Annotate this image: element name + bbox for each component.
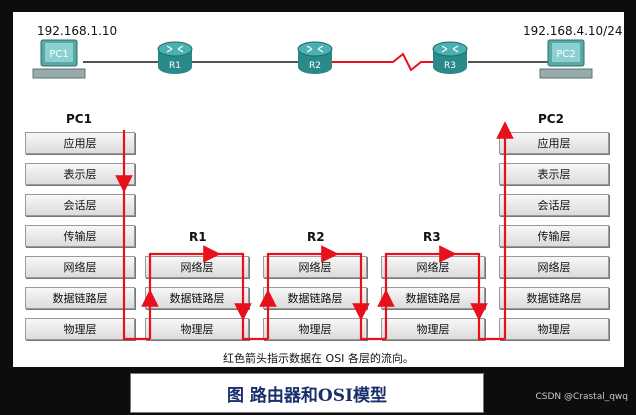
r1-router-icon: R1 — [157, 41, 193, 74]
r2-router-icon: R2 — [297, 41, 333, 74]
pc2-layer-datalink: 数据链路层 — [499, 287, 609, 309]
r3-layer-datalink: 数据链路层 — [381, 287, 485, 309]
watermark: CSDN @Crastal_qwq — [535, 392, 628, 402]
pc1-layer-physical: 物理层 — [25, 318, 135, 340]
pc2-layer-network: 网络层 — [499, 256, 609, 278]
pc2-layer-application: 应用层 — [499, 132, 609, 154]
r3-icon-label: R3 — [444, 61, 456, 71]
pc1-layer-presentation: 表示层 — [25, 163, 135, 185]
pc1-layer-application: 应用层 — [25, 132, 135, 154]
figure-title: 图 路由器和OSI模型 — [130, 373, 484, 413]
pc1-layer-datalink: 数据链路层 — [25, 287, 135, 309]
pc2-layer-physical: 物理层 — [499, 318, 609, 340]
pc2-column-title: PC2 — [538, 112, 564, 126]
diagram-caption: 红色箭头指示数据在 OSI 各层的流向。 — [223, 352, 414, 365]
pc2-icon-label: PC2 — [556, 49, 575, 60]
r2-column-title: R2 — [307, 230, 325, 244]
r1-icon-label: R1 — [169, 61, 181, 71]
r3-router-icon: R3 — [432, 41, 468, 74]
diagram-panel: 192.168.1.10 192.168.4.10/24 PC1 PC2 R1 — [13, 12, 624, 367]
pc1-ip-address: 192.168.1.10 — [37, 24, 118, 38]
r2-icon-label: R2 — [309, 61, 321, 71]
r2-layer-datalink: 数据链路层 — [263, 287, 367, 309]
pc1-layer-network: 网络层 — [25, 256, 135, 278]
pc2-ip-address: 192.168.4.10/24 — [523, 24, 623, 38]
r2-layer-physical: 物理层 — [263, 318, 367, 340]
pc2-layer-session: 会话层 — [499, 194, 609, 216]
serial-link-r2-r3 — [331, 52, 438, 72]
topology-graphic: PC1 PC2 R1 R2 R3 — [32, 39, 593, 79]
r1-layer-network: 网络层 — [145, 256, 249, 278]
pc1-layer-transport: 传输层 — [25, 225, 135, 247]
r1-column-title: R1 — [189, 230, 207, 244]
pc2-layer-presentation: 表示层 — [499, 163, 609, 185]
r1-layer-physical: 物理层 — [145, 318, 249, 340]
r3-layer-physical: 物理层 — [381, 318, 485, 340]
r2-layer-network: 网络层 — [263, 256, 367, 278]
pc2-layer-transport: 传输层 — [499, 225, 609, 247]
pc1-column-title: PC1 — [66, 112, 92, 126]
pc1-computer-icon: PC1 — [32, 39, 86, 79]
pc1-layer-session: 会话层 — [25, 194, 135, 216]
pc2-computer-icon: PC2 — [539, 39, 593, 79]
r1-layer-datalink: 数据链路层 — [145, 287, 249, 309]
pc1-icon-label: PC1 — [49, 49, 68, 60]
r3-column-title: R3 — [423, 230, 441, 244]
r3-layer-network: 网络层 — [381, 256, 485, 278]
